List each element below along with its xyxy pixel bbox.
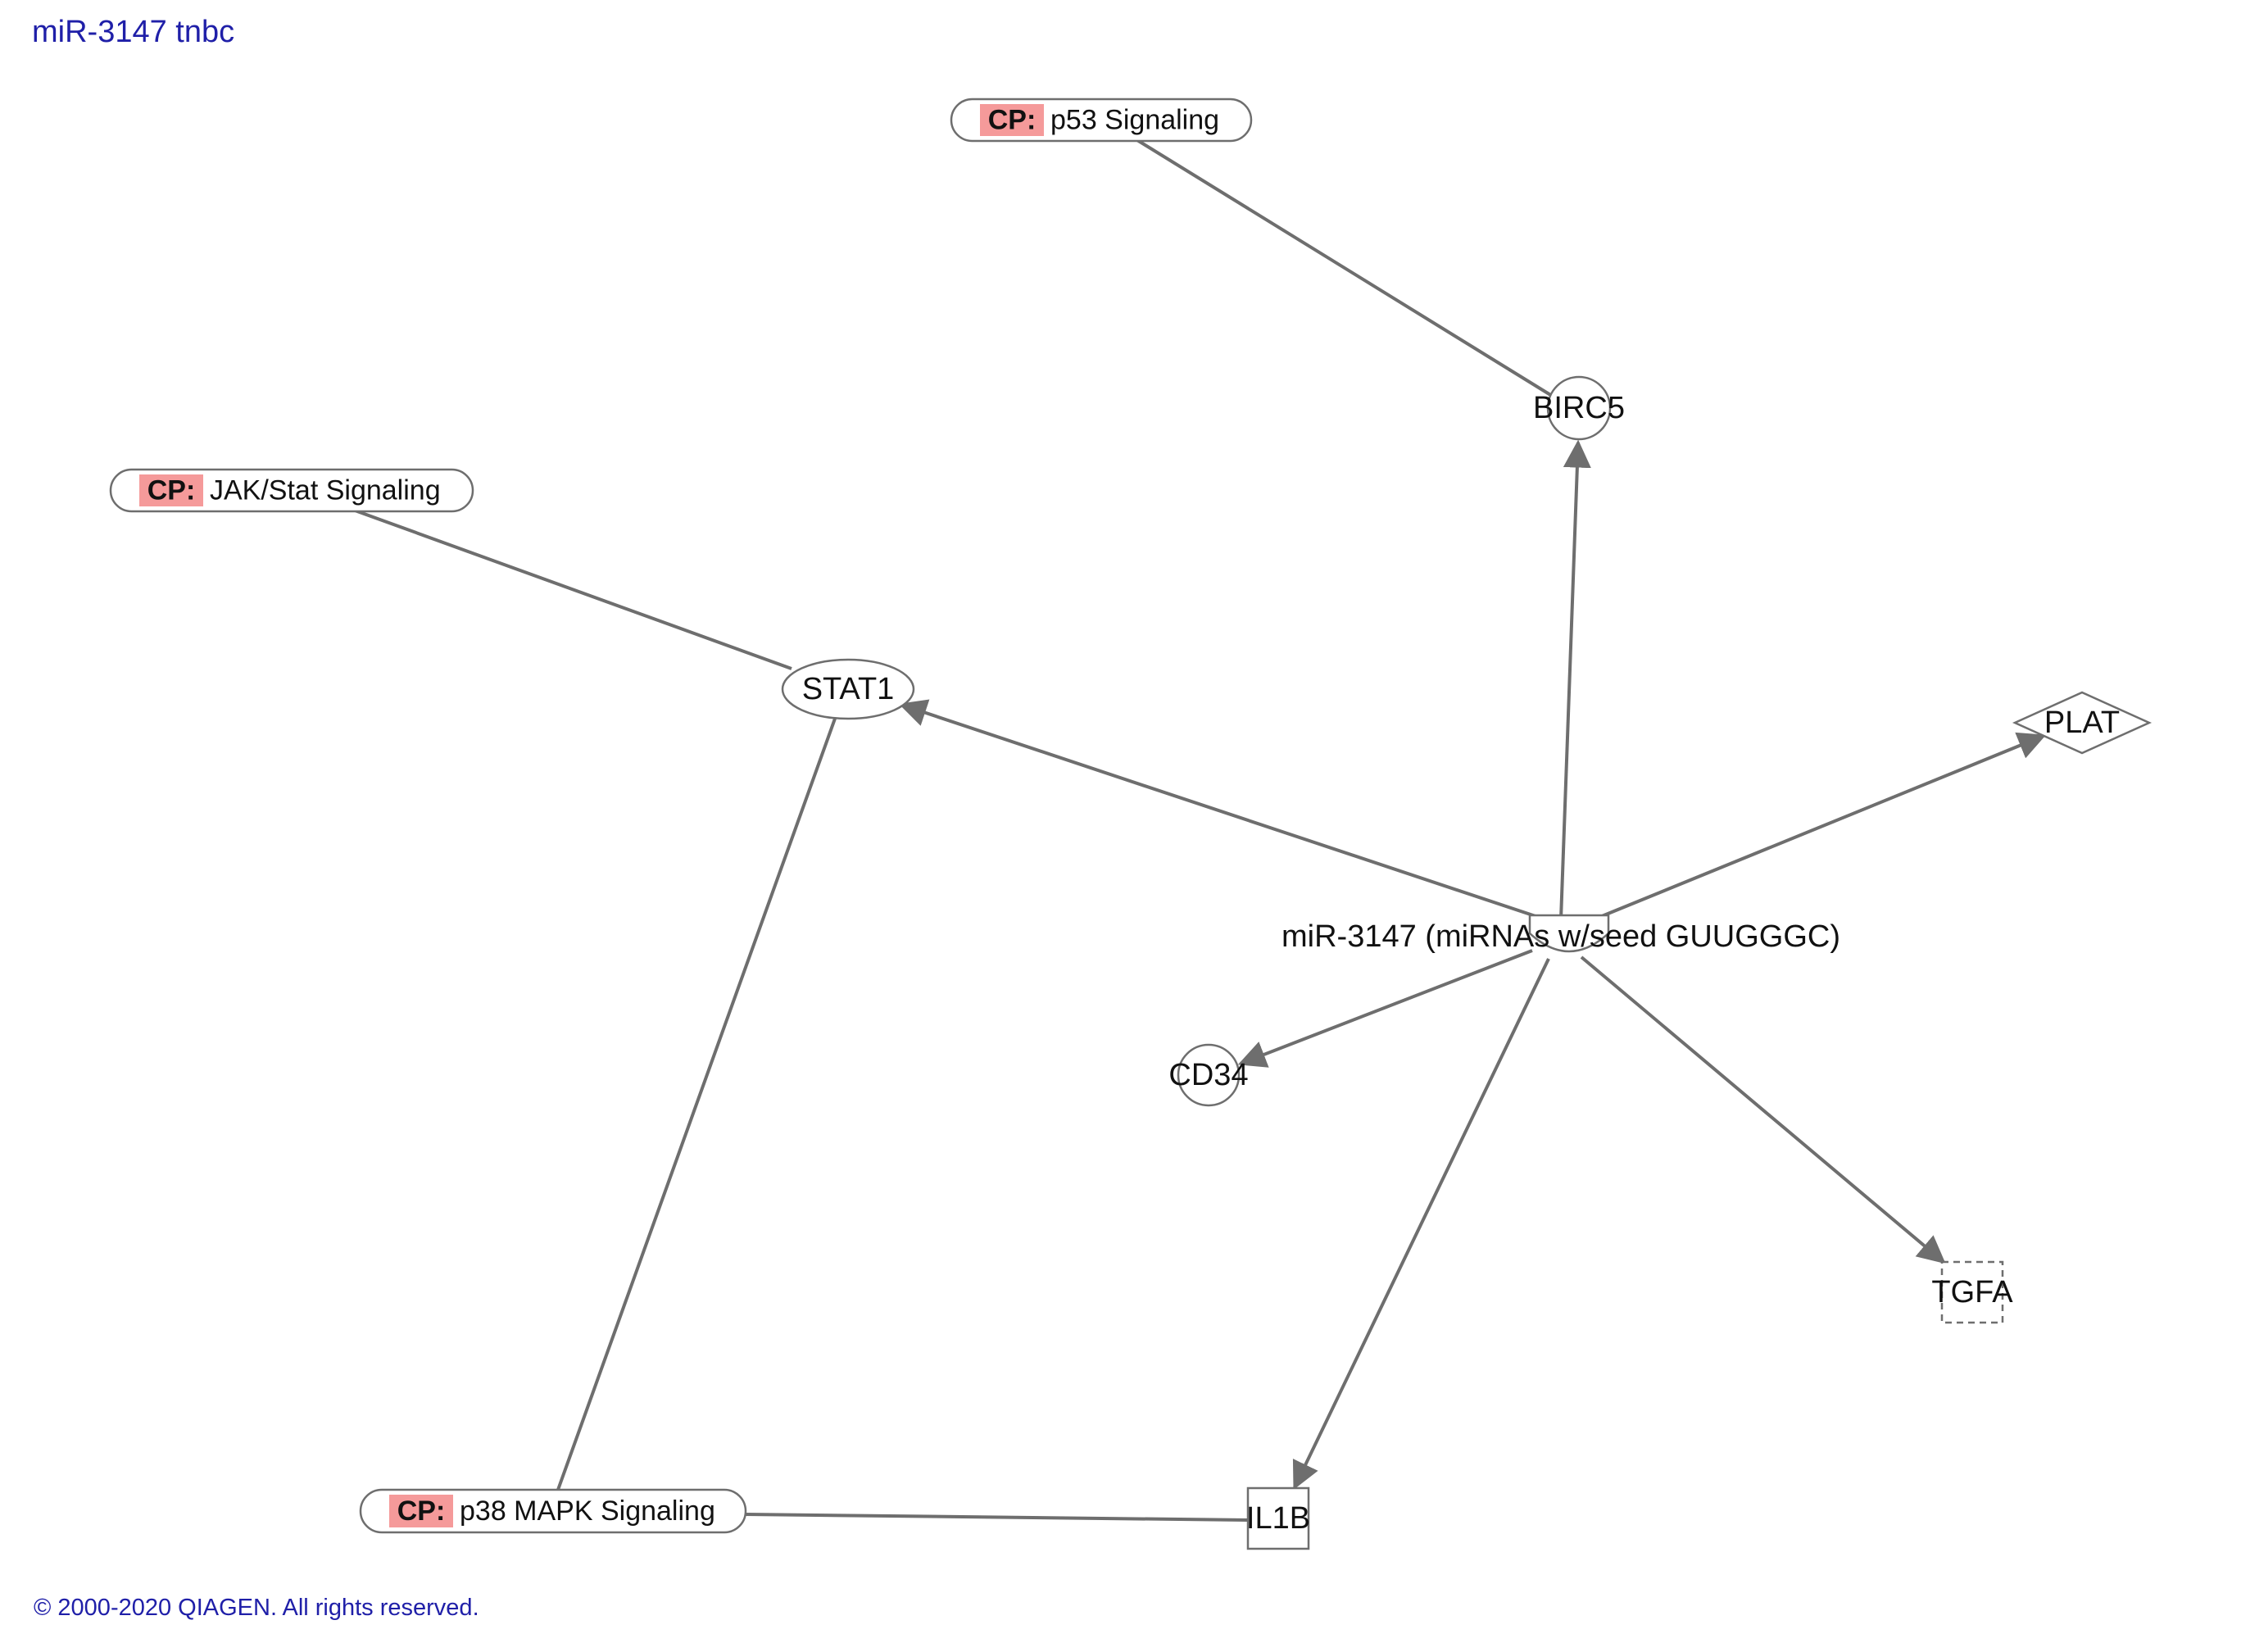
pathway-p38-label: p38 MAPK Signaling: [460, 1495, 715, 1527]
node-il1b[interactable]: IL1B: [1246, 1486, 1310, 1550]
page-title: miR-3147 tnbc: [32, 15, 235, 49]
node-plat[interactable]: PLAT: [2012, 691, 2152, 755]
pathway-p38[interactable]: CP: p38 MAPK Signaling: [359, 1488, 747, 1534]
edge-mir-tgfa[interactable]: [1580, 955, 1946, 1264]
node-plat-label: PLAT: [2044, 706, 2120, 740]
node-il1b-shape: [1246, 1486, 1310, 1550]
nodes: miR-3147 (miRNAs w/seed GUUGGGC) BIRC5STA…: [781, 375, 2152, 1550]
node-stat1-shape: [781, 658, 915, 720]
node-stat1-label: STAT1: [802, 672, 895, 706]
pathway-p53-label: p53 Signaling: [1050, 105, 1219, 136]
node-mir-label: miR-3147 (miRNAs w/seed GUUGGGC): [1282, 919, 1840, 954]
pathway-p53[interactable]: CP: p53 Signaling: [950, 98, 1253, 143]
node-mir[interactable]: miR-3147 (miRNAs w/seed GUUGGGC): [1282, 914, 1840, 954]
node-cd34[interactable]: CD34: [1168, 1043, 1249, 1107]
edge-mir-birc5[interactable]: [1559, 439, 1591, 920]
node-mir-shape: [1528, 914, 1610, 953]
pathway-p53-badge: [980, 104, 1044, 136]
node-tgfa[interactable]: TGFA: [1931, 1260, 2013, 1324]
node-plat-shape: [2012, 691, 2152, 755]
edge-p53-birc5[interactable]: [1132, 136, 1554, 397]
edge-p38-il1b[interactable]: [745, 1513, 1249, 1522]
edge-mir-stat1[interactable]: [898, 699, 1541, 919]
pathway-p38-prefix: CP:: [397, 1495, 446, 1527]
pathway-p38-badge: [389, 1495, 453, 1527]
node-birc5[interactable]: BIRC5: [1533, 375, 1625, 441]
node-tgfa-label: TGFA: [1931, 1275, 2013, 1309]
edge-mir-il1b[interactable]: [1292, 958, 1550, 1491]
pathway-p38-pill: [359, 1488, 747, 1534]
node-birc5-shape: [1546, 375, 1612, 441]
edge-mir-cd34[interactable]: [1237, 949, 1533, 1068]
edge-jak-stat1[interactable]: [347, 506, 792, 670]
node-cd34-label: CD34: [1168, 1058, 1248, 1092]
pathway-jak-prefix: CP:: [147, 475, 196, 506]
edge-p38-stat1[interactable]: [556, 718, 837, 1491]
pathway-p53-prefix: CP:: [988, 105, 1037, 136]
pathway-jak[interactable]: CP: JAK/Stat Signaling: [109, 468, 474, 513]
edges: [347, 136, 2047, 1522]
pathway-jak-label: JAK/Stat Signaling: [210, 475, 441, 506]
node-il1b-label: IL1B: [1246, 1501, 1310, 1536]
node-tgfa-shape: [1940, 1260, 2004, 1324]
edge-mir-plat[interactable]: [1601, 732, 2047, 918]
node-stat1[interactable]: STAT1: [781, 658, 915, 720]
copyright-notice: © 2000-2020 QIAGEN. All rights reserved.: [34, 1595, 479, 1621]
pathway-jak-badge: [139, 474, 203, 506]
node-cd34-shape: [1177, 1043, 1241, 1107]
node-birc5-label: BIRC5: [1533, 391, 1625, 425]
